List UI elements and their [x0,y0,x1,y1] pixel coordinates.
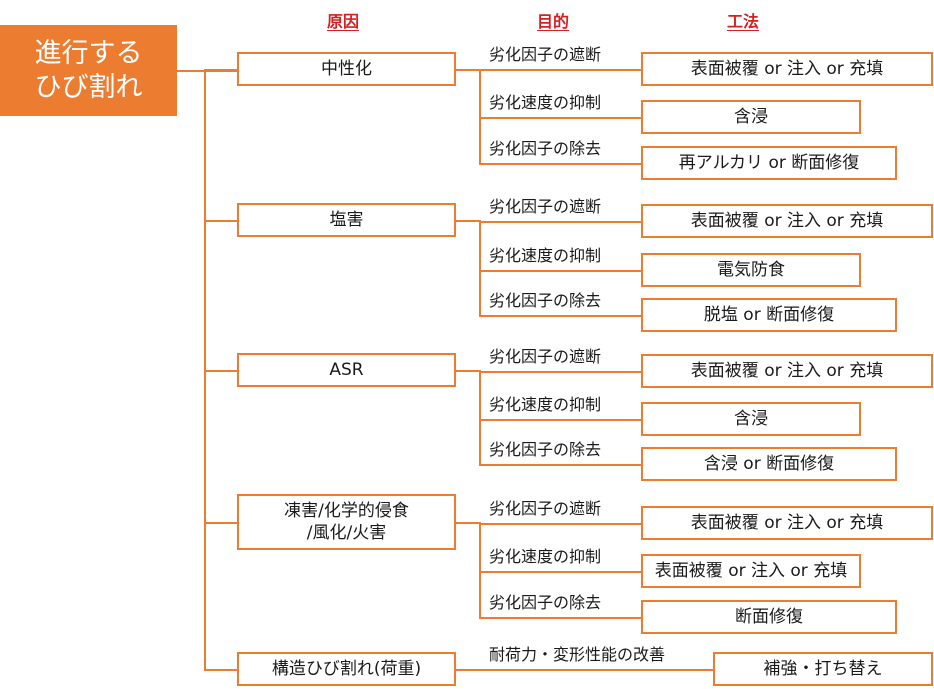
method-label: 表面被覆 or 注入 or 充填 [690,211,884,231]
method-node: 電気防食 [641,253,861,287]
method-node: 断面修復 [641,600,897,634]
purpose-label: 劣化速度の抑制 [489,93,602,112]
method-label: 表面被覆 or 注入 or 充填 [654,561,848,581]
connector-line [479,69,641,71]
header-purpose: 目的 [537,12,570,31]
method-label: 補強・打ち替え [763,659,883,679]
method-label: 含浸 or 断面修復 [703,454,835,474]
method-node: 含浸 or 断面修復 [641,447,897,481]
purpose-label: 劣化因子の遮断 [489,499,602,518]
purpose-label: 劣化速度の抑制 [489,246,602,265]
connector-line [479,370,481,466]
connector-line [204,220,237,222]
method-node: 含浸 [641,100,861,134]
connector-line [479,617,641,619]
connector-line [479,464,641,466]
purpose-label: 劣化因子の除去 [489,440,602,459]
cause-label-line1: 構造ひび割れ(荷重) [271,659,422,679]
connector-line [177,70,237,72]
cause-node: ASR [237,353,456,387]
method-node: 脱塩 or 断面修復 [641,298,897,332]
method-node: 再アルカリ or 断面修復 [641,146,897,180]
connector-line [204,370,237,372]
connector-line [479,522,481,619]
root-label-line1: 進行する [34,37,143,69]
connector-line [479,117,641,119]
purpose-label: 劣化因子の遮断 [489,197,602,216]
method-label: 含浸 [734,107,768,127]
connector-line [204,522,237,524]
method-label: 断面修復 [735,607,803,627]
method-node: 補強・打ち替え [713,652,933,686]
cause-label-line1: 中性化 [321,59,372,79]
method-label: 電気防食 [717,260,785,280]
connector-line [456,522,480,524]
purpose-label: 劣化因子の除去 [489,593,602,612]
connector-line [479,523,641,525]
cause-label-line1: 凍害/化学的侵食 [284,501,409,521]
purpose-label: 劣化因子の除去 [489,139,602,158]
header-cause: 原因 [327,12,360,31]
purpose-label: 劣化因子の遮断 [489,347,602,366]
root-node: 進行する ひび割れ [0,25,177,116]
connector-line [456,370,480,372]
cause-node: 構造ひび割れ(荷重) [237,652,456,686]
header-method: 工法 [727,12,760,31]
connector-line [479,419,641,421]
cause-label-line2: /風化/火害 [306,523,387,543]
connector-line [479,371,641,373]
method-node: 含浸 [641,402,861,436]
root-label-line2: ひび割れ [34,71,143,103]
connector-line [456,69,480,71]
method-label: 再アルカリ or 断面修復 [678,153,860,173]
purpose-label: 劣化因子の除去 [489,291,602,310]
purpose-label: 耐荷力・変形性能の改善 [489,645,666,664]
method-node: 表面被覆 or 注入 or 充填 [641,506,933,540]
method-label: 表面被覆 or 注入 or 充填 [690,513,884,533]
cause-label-line1: ASR [329,360,364,380]
purpose-label: 劣化速度の抑制 [489,547,602,566]
cause-node: 塩害 [237,203,456,237]
method-label: 脱塩 or 断面修復 [703,305,835,325]
cause-label-line1: 塩害 [329,210,364,230]
method-node: 表面被覆 or 注入 or 充填 [641,52,933,86]
method-label: 表面被覆 or 注入 or 充填 [690,361,884,381]
connector-line [479,315,641,317]
cause-node: 中性化 [237,52,456,86]
connector-line [456,220,480,222]
method-node: 表面被覆 or 注入 or 充填 [641,354,933,388]
method-label: 表面被覆 or 注入 or 充填 [690,59,884,79]
connector-line [479,270,641,272]
method-label: 含浸 [734,409,768,429]
cause-node: 凍害/化学的侵食/風化/火害 [237,494,456,550]
connector-line [479,221,641,223]
connector-line [456,669,713,671]
connector-line [204,69,237,71]
purpose-label: 劣化速度の抑制 [489,395,602,414]
purpose-label: 劣化因子の遮断 [489,45,602,64]
connector-line [479,571,641,573]
connector-line [479,220,481,317]
method-node: 表面被覆 or 注入 or 充填 [641,204,933,238]
connector-line [204,669,237,671]
method-node: 表面被覆 or 注入 or 充填 [641,554,861,588]
connector-line [479,163,641,165]
